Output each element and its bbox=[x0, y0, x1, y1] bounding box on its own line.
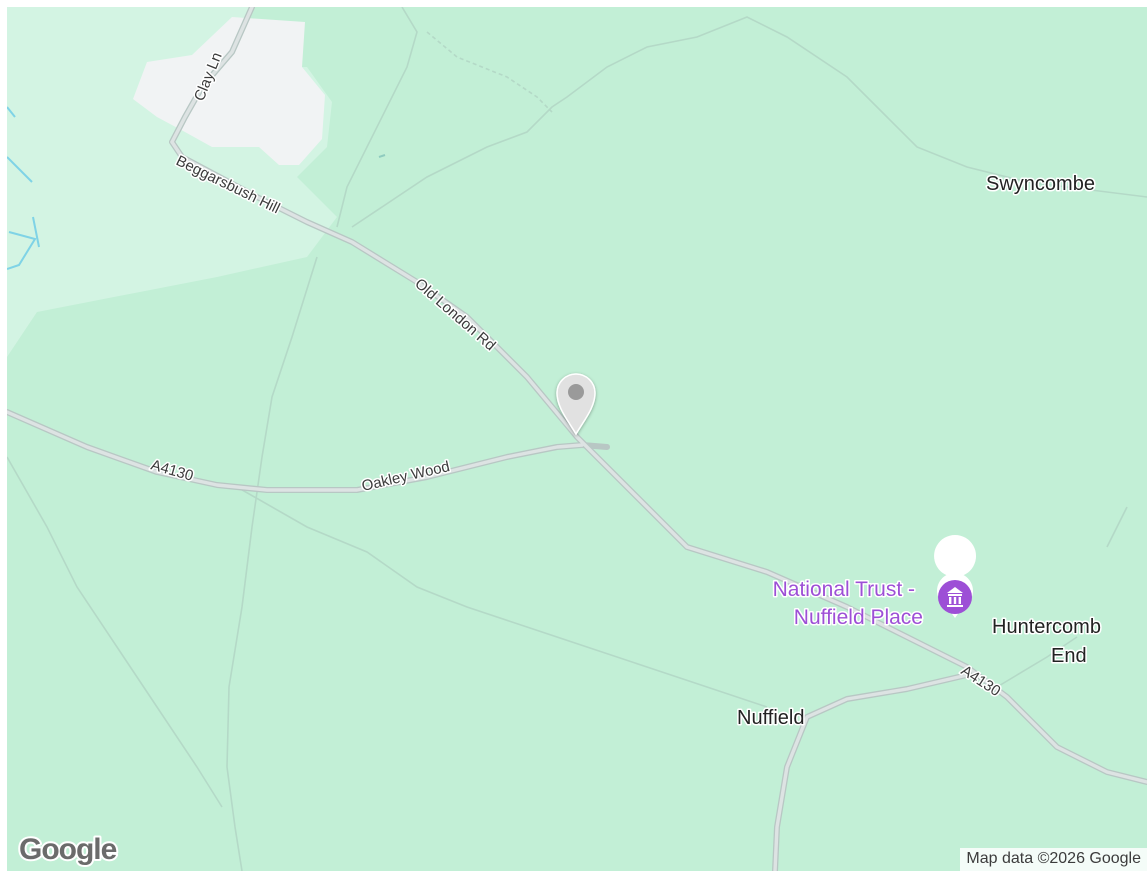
poi-national-trust[interactable]: National Trust - Nuffield Place bbox=[771, 535, 977, 631]
road-a4130-west bbox=[7, 410, 584, 492]
roads bbox=[7, 7, 1147, 871]
map-attribution: Map data ©2026 Google bbox=[960, 848, 1147, 871]
road-nuffield bbox=[773, 673, 969, 871]
svg-text:Google: Google bbox=[19, 833, 117, 866]
poi-label-line2: Nuffield Place bbox=[794, 606, 923, 629]
water-streams bbox=[7, 106, 386, 270]
poi-label-line1: National Trust - bbox=[773, 578, 915, 601]
label-a4130-west: A4130 bbox=[149, 457, 195, 485]
road-old-london-rd bbox=[170, 140, 1147, 784]
map-view[interactable]: Clay Ln Beggarsbush Hill Old London Rd A… bbox=[7, 7, 1147, 871]
place-labels: Swyncombe Huntercomb End Nuffield bbox=[736, 172, 1103, 731]
label-oakley-wood: Oakley Wood bbox=[360, 458, 451, 495]
google-logo: Google bbox=[17, 831, 120, 868]
place-huntercombe-end-line1: Huntercomb bbox=[992, 616, 1101, 638]
minor-tracks bbox=[7, 7, 1147, 871]
location-pin-icon[interactable] bbox=[556, 373, 596, 436]
label-old-london-rd: Old London Rd bbox=[411, 275, 498, 354]
landmark-icon bbox=[934, 535, 977, 618]
place-huntercombe-end-line2: End bbox=[1051, 645, 1087, 667]
label-a4130-east: A4130 bbox=[958, 662, 1004, 700]
place-nuffield: Nuffield bbox=[737, 707, 804, 729]
map-canvas: Clay Ln Beggarsbush Hill Old London Rd A… bbox=[7, 7, 1147, 871]
road-clay-ln bbox=[170, 7, 254, 144]
place-swyncombe: Swyncombe bbox=[986, 173, 1095, 195]
